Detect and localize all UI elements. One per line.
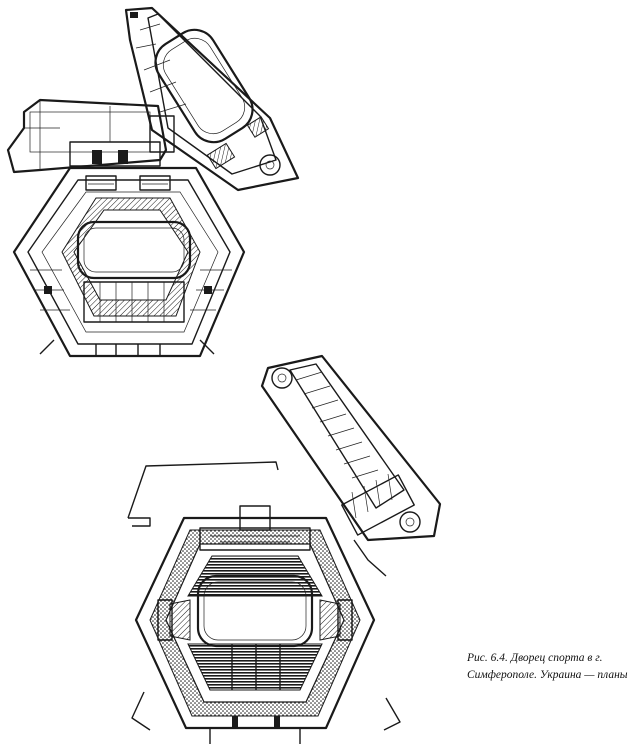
lower-annex [260,354,442,542]
lower-floor-plan [127,354,442,744]
lower-arena-hall [134,505,376,744]
caption-line-2: Симферополе. Украина — планы [467,669,628,681]
upper-floor-plan [6,6,300,358]
upper-annex-rink [124,6,300,192]
lower-site-outline [127,461,401,731]
upper-arena-hall [12,166,246,358]
figure-caption: Рис. 6.4. Дворец спорта в г. Симферополе… [467,650,639,684]
upper-entrance-block [6,98,175,174]
caption-line-1: Рис. 6.4. Дворец спорта в г. [467,652,603,664]
